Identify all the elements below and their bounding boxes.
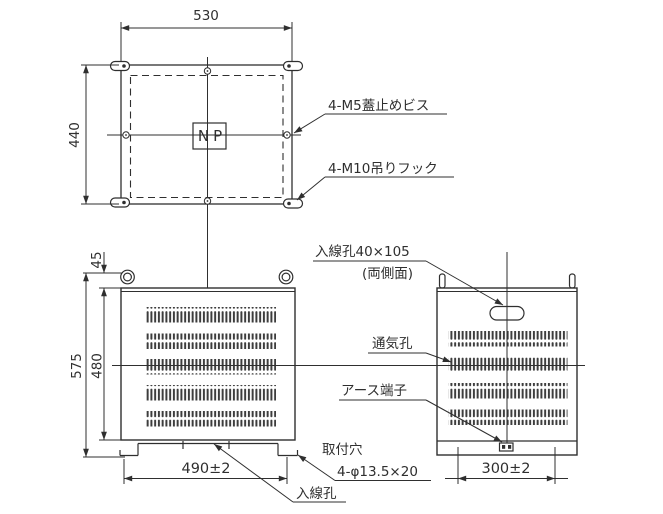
front-vent-rows (146, 307, 276, 427)
callout-vent-label: 通気孔 (372, 336, 413, 352)
vent-row (448, 383, 568, 399)
dimension-530-label: 530 (193, 8, 219, 24)
nameplate-label: NP (198, 127, 226, 145)
dimension-300 (445, 447, 568, 484)
vent-row (146, 385, 276, 401)
callout-cable-entry-leader (213, 443, 346, 503)
dimension-575-label: 575 (69, 353, 85, 379)
front-view: 45 575 480 490±2 入線孔 取付穴 4-φ13.5×20 (69, 251, 431, 503)
vent-row (146, 307, 276, 323)
callout-cable-entry-label: 入線孔 (296, 486, 337, 502)
front-lifting-ring-right (278, 269, 294, 285)
dimension-300-label: 300±2 (481, 461, 530, 477)
callout-side-cable-entry-leader (313, 260, 504, 306)
callout-mount-hole-leader (297, 454, 431, 481)
callout-lift-hooks-label: 4-M10吊りフック (328, 161, 438, 177)
callout-side-cable-entry-label: 入線孔40×105 (315, 244, 410, 260)
callout-lid-screws-label: 4-M5蓋止めビス (328, 98, 429, 114)
callout-lid-screws-leader (293, 113, 447, 134)
earth-terminal-marker (498, 442, 514, 452)
lift-hook-bottom-left (109, 197, 131, 208)
vent-row (146, 333, 276, 349)
top-view: NP 530 440 4-M5蓋止めビス 4-M10吊りフック (67, 8, 454, 440)
callout-earth-label: アース端子 (341, 383, 407, 399)
side-vent-rows (448, 331, 568, 425)
callout-earth-leader (339, 399, 503, 443)
dimension-45-label: 45 (89, 251, 105, 268)
dimension-440-label: 440 (67, 122, 83, 148)
callout-vent-leader (368, 352, 452, 363)
dimension-530 (120, 22, 293, 61)
dimension-45-575-480 (83, 252, 125, 458)
front-lifting-ring-left (120, 269, 135, 285)
callout-mount-hole-label: 取付穴 (322, 442, 363, 458)
side-hook-bolt-left (438, 273, 446, 289)
dimension-490 (123, 457, 288, 484)
callout-mount-hole-spec: 4-φ13.5×20 (337, 464, 418, 480)
callout-side-cable-entry-note: (両側面) (362, 266, 413, 282)
vent-row (146, 411, 276, 427)
lift-hook-bottom-right (282, 198, 304, 209)
lid-screws (122, 67, 291, 205)
vent-row (448, 409, 568, 425)
nameplate-box (192, 122, 227, 150)
vent-row (146, 359, 276, 375)
vent-row (448, 331, 568, 347)
side-view: 300±2 入線孔40×105 (両側面) 通気孔 アース端子 (313, 244, 578, 484)
lift-hook-top-left (109, 60, 131, 72)
vent-row (448, 357, 568, 373)
side-hook-bolt-right (568, 273, 576, 289)
front-base-feet (119, 441, 299, 457)
lift-hook-top-right (282, 60, 304, 72)
dimension-440 (81, 64, 119, 205)
dimension-490-label: 490±2 (181, 461, 230, 477)
dimension-480-label: 480 (90, 353, 106, 379)
callout-lift-hooks-leader (296, 176, 454, 201)
